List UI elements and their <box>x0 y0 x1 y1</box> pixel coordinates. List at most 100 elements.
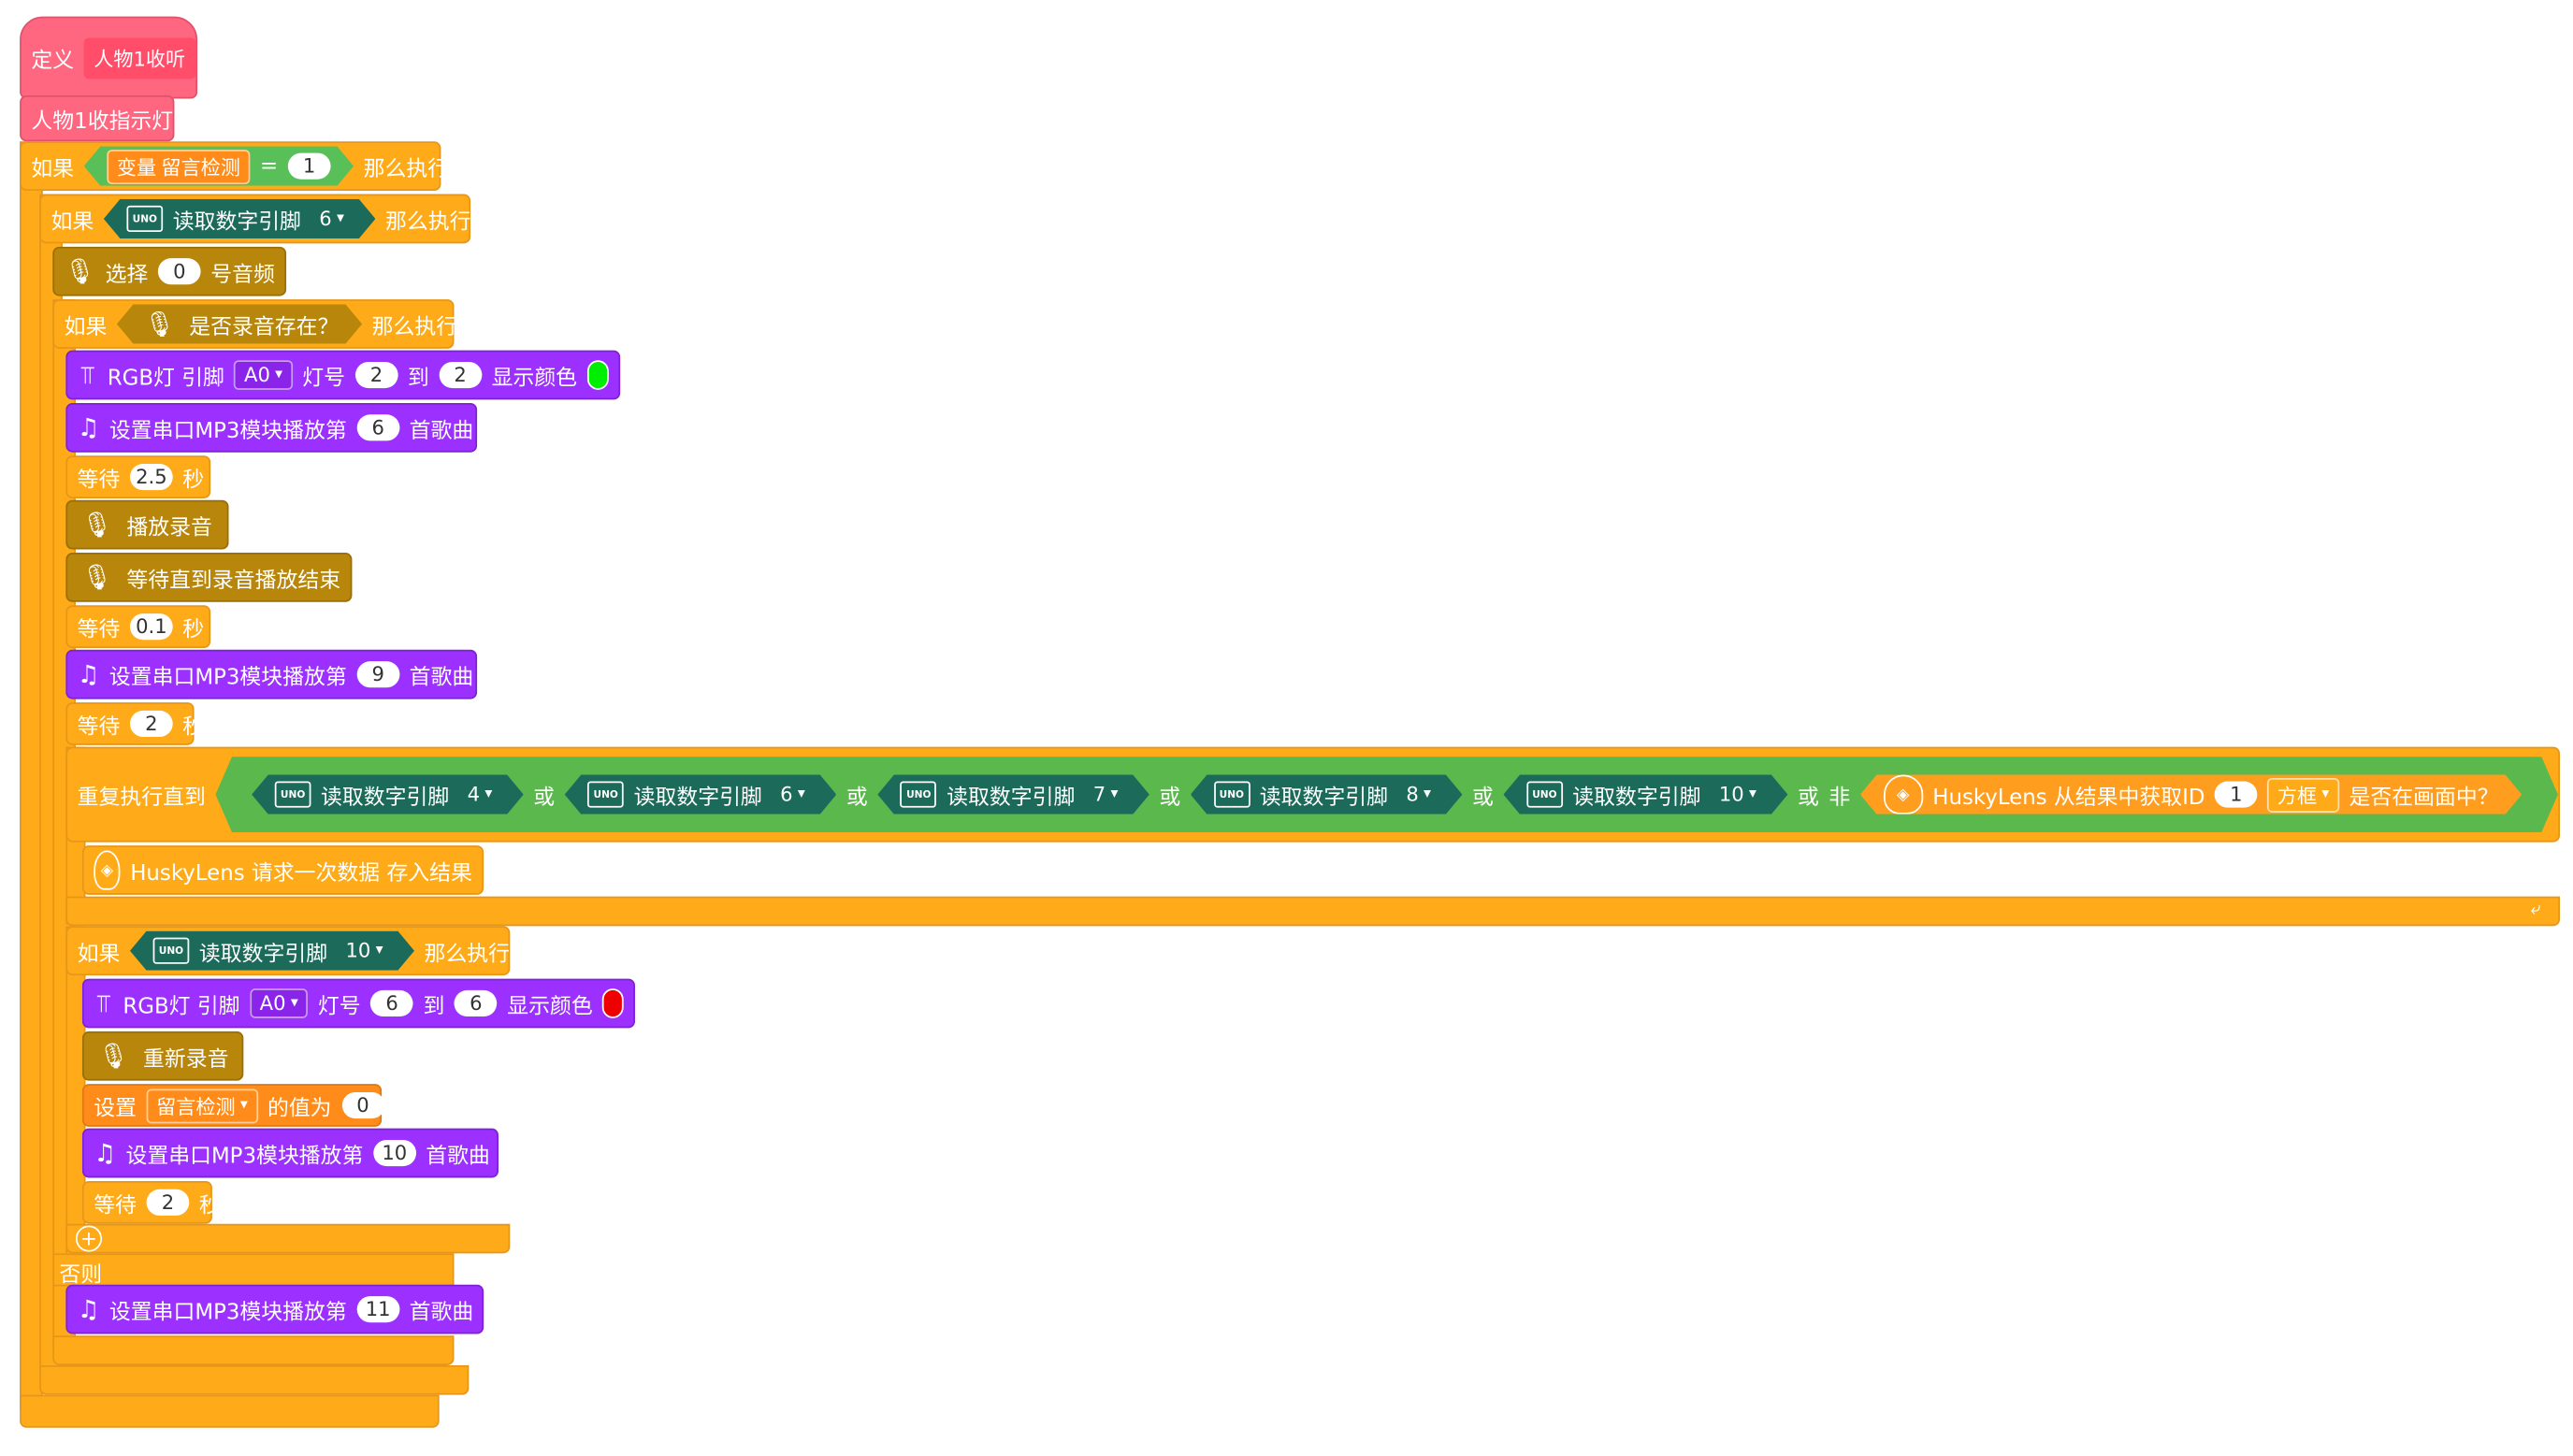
chevron-down-icon: ▾ <box>1749 786 1757 803</box>
read-pin-condition[interactable]: UNO 读取数字引脚 6▾ <box>104 199 376 238</box>
color-swatch[interactable] <box>602 988 624 1018</box>
lamp-to[interactable]: 2 <box>439 361 483 389</box>
music-note-icon: ♫ <box>77 1294 100 1324</box>
read-pin-condition[interactable]: UNO 读取数字引脚 8▾ <box>1191 774 1463 814</box>
lamp-from[interactable]: 6 <box>370 989 413 1017</box>
husky-type-dropdown[interactable]: 方框▾ <box>2267 777 2339 812</box>
wait-label: 等待 <box>77 617 121 642</box>
define-block[interactable]: 定义 人物1收听 <box>20 16 198 99</box>
song-number[interactable]: 10 <box>372 1139 416 1167</box>
mp3-post: 首歌曲 <box>409 1300 474 1325</box>
to-label: 到 <box>407 366 429 391</box>
wait-block[interactable]: 等待 2 秒 <box>65 702 204 745</box>
rgb-led-block[interactable]: ⫪ RGB灯 引脚 A0▾ 灯号 2 到 2 显示颜色 <box>65 350 621 400</box>
song-number[interactable]: 9 <box>356 661 400 688</box>
read-pin-condition[interactable]: UNO 读取数字引脚 4▾ <box>252 774 524 814</box>
pin-value: 6 <box>319 207 332 231</box>
if2-bottom <box>39 1364 470 1395</box>
show-color-label: 显示颜色 <box>491 366 578 391</box>
play-recording-block[interactable]: 🎙 播放录音 <box>65 499 229 550</box>
pin-value: 10 <box>345 939 371 963</box>
procedure-call-label: 人物1收指示灯 <box>31 108 174 135</box>
music-note-icon: ♫ <box>77 659 100 690</box>
rgb-led-block[interactable]: ⫪ RGB灯 引脚 A0▾ 灯号 6 到 6 显示颜色 <box>81 978 635 1029</box>
mp3-play-block[interactable]: ♫ 设置串口MP3模块播放第 11 首歌曲 <box>65 1284 484 1334</box>
uno-board-icon: UNO <box>153 938 190 964</box>
if2-block[interactable]: 如果 UNO 读取数字引脚 6▾ 那么执行 <box>39 194 470 244</box>
rerecord-label: 重新录音 <box>143 1046 229 1072</box>
lamp-from[interactable]: 2 <box>354 361 398 389</box>
wait-seconds[interactable]: 2 <box>146 1189 190 1216</box>
equals-condition[interactable]: 变量 留言检测 = 1 <box>84 147 354 186</box>
husky-id-value[interactable]: 1 <box>2215 782 2258 808</box>
chevron-down-icon: ▾ <box>2321 786 2330 803</box>
mp3-play-block[interactable]: ♫ 设置串口MP3模块播放第 6 首歌曲 <box>65 402 478 453</box>
music-note-icon: ♫ <box>77 412 100 443</box>
pin-dropdown[interactable]: 10▾ <box>338 938 392 964</box>
mp3-post: 首歌曲 <box>409 418 474 444</box>
add-branch-icon[interactable]: + <box>75 1225 103 1252</box>
recording-exists-condition[interactable]: 🎙 是否录音存在？ <box>117 304 362 343</box>
read-pin-label: 读取数字引脚 <box>198 942 328 967</box>
mp3-label: 设置串口MP3模块播放第 <box>108 418 347 444</box>
pin-value: 7 <box>1092 783 1106 806</box>
mp3-play-block[interactable]: ♫ 设置串口MP3模块播放第 9 首歌曲 <box>65 649 478 699</box>
variable-reporter[interactable]: 变量 留言检测 <box>107 149 250 183</box>
define-label: 定义 <box>31 48 75 74</box>
husky-in-frame-label: 是否在画面中？ <box>2349 785 2499 811</box>
pin-dropdown[interactable]: 10▾ <box>1711 782 1765 808</box>
microphone-icon: 🎙 <box>64 256 96 287</box>
mp3-play-block[interactable]: ♫ 设置串口MP3模块播放第 10 首歌曲 <box>81 1128 499 1178</box>
pin-dropdown[interactable]: 6▾ <box>772 782 813 808</box>
procedure-name[interactable]: 人物1收听 <box>83 36 195 79</box>
seconds-label: 秒 <box>182 617 205 642</box>
pin-dropdown[interactable]: 6▾ <box>311 206 353 232</box>
pin-dropdown[interactable]: 8▾ <box>1398 782 1439 808</box>
rgb-pin-dropdown[interactable]: A0▾ <box>234 360 293 390</box>
husky-request-block[interactable]: ◈ HuskyLens 请求一次数据 存入结果 <box>81 845 484 895</box>
set-value[interactable]: 0 <box>341 1091 384 1119</box>
read-pin-condition[interactable]: UNO 读取数字引脚 7▾ <box>877 774 1149 814</box>
procedure-call-block[interactable]: 人物1收指示灯 <box>20 95 175 142</box>
wait-seconds[interactable]: 2 <box>129 710 173 738</box>
if4-then: 那么执行 <box>424 942 511 967</box>
read-pin-condition[interactable]: UNO 读取数字引脚 10▾ <box>130 931 414 971</box>
wait-seconds[interactable]: 0.1 <box>129 613 173 641</box>
pin-dropdown[interactable]: 4▾ <box>459 782 500 808</box>
wait-block[interactable]: 等待 2 秒 <box>81 1180 221 1224</box>
lamp-to[interactable]: 6 <box>454 989 498 1017</box>
variable-dropdown[interactable]: 留言检测▾ <box>146 1088 258 1123</box>
uno-board-icon: UNO <box>901 782 937 808</box>
variable-name: 留言检测 <box>156 1094 236 1118</box>
to-label: 到 <box>423 994 445 1019</box>
or-condition[interactable]: UNO 读取数字引脚 4▾ 或 UNO 读取数字引脚 6▾ 或 UNO 读取数字… <box>215 757 2557 832</box>
if1-block[interactable]: 如果 变量 留言检测 = 1 那么执行 <box>20 141 449 192</box>
wait-seconds[interactable]: 2.5 <box>129 464 173 491</box>
husky-id-condition[interactable]: ◈ HuskyLens 从结果中获取ID 1 方框▾ 是否在画面中？ <box>1860 774 2522 814</box>
color-swatch[interactable] <box>586 360 609 390</box>
wait-recording-block[interactable]: 🎙 等待直到录音播放结束 <box>65 553 353 602</box>
repeat-until-block[interactable]: 重复执行直到 UNO 读取数字引脚 4▾ 或 UNO 读取数字引脚 6▾ 或 U… <box>65 746 2561 843</box>
pin-value: 8 <box>1406 783 1419 806</box>
select-audio-block[interactable]: 🎙 选择 0 号音频 <box>52 246 287 296</box>
wait-block[interactable]: 等待 2.5 秒 <box>65 455 211 498</box>
if3-block[interactable]: 如果 🎙 是否录音存在？ 那么执行 <box>52 299 457 349</box>
if4-block[interactable]: 如果 UNO 读取数字引脚 10▾ 那么执行 <box>65 926 511 976</box>
select-audio-post: 号音频 <box>210 262 275 287</box>
audio-number[interactable]: 0 <box>157 258 201 285</box>
read-pin-label: 读取数字引脚 <box>1572 785 1701 811</box>
rgb-pin-dropdown[interactable]: A0▾ <box>250 988 309 1018</box>
read-pin-condition[interactable]: UNO 读取数字引脚 10▾ <box>1503 774 1787 814</box>
wait-label: 等待 <box>77 714 121 740</box>
song-number[interactable]: 11 <box>356 1296 400 1323</box>
husky-id-label: HuskyLens 从结果中获取ID <box>1932 785 2205 811</box>
led-strip-icon: ⫪ <box>80 360 94 390</box>
set-variable-block[interactable]: 设置 留言检测▾ 的值为 0 <box>81 1084 384 1127</box>
pin-dropdown[interactable]: 7▾ <box>1085 782 1126 808</box>
song-number[interactable]: 6 <box>356 414 400 441</box>
compare-value[interactable]: 1 <box>288 153 331 180</box>
else-label: 否则 <box>59 1262 103 1289</box>
rerecord-block[interactable]: 🎙 重新录音 <box>81 1031 244 1081</box>
wait-block[interactable]: 等待 0.1 秒 <box>65 605 211 649</box>
read-pin-condition[interactable]: UNO 读取数字引脚 6▾ <box>565 774 837 814</box>
